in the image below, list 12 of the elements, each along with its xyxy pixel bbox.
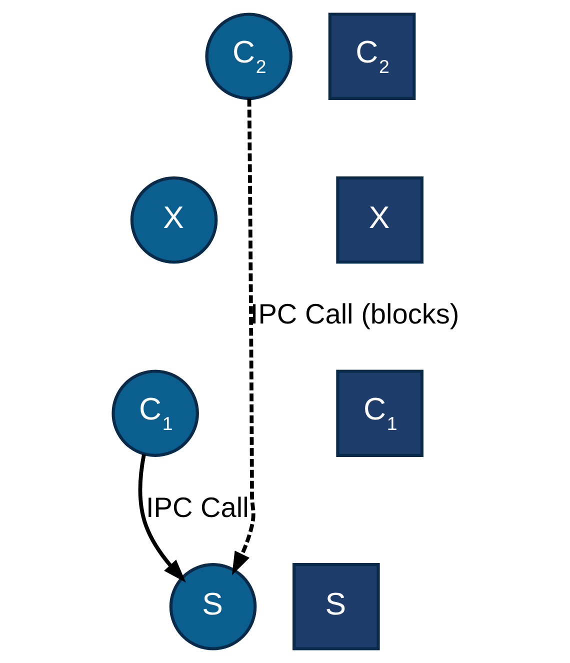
edge-label: IPC Call (blocks) — [250, 298, 459, 330]
node-box: C$_{1}$ — [336, 370, 423, 457]
node-circle: X — [130, 176, 218, 264]
arrow — [138, 454, 186, 582]
edge-label: IPC Call — [145, 492, 248, 523]
node-circle: C$_{2}$ — [204, 12, 292, 100]
node-circle: C$_{1}$ — [111, 370, 198, 457]
node-box: X — [336, 176, 423, 264]
arrow — [231, 98, 255, 576]
node-box: C$_{2}$ — [328, 12, 416, 100]
node-box: S — [292, 563, 380, 650]
node-circle: S — [168, 563, 256, 650]
